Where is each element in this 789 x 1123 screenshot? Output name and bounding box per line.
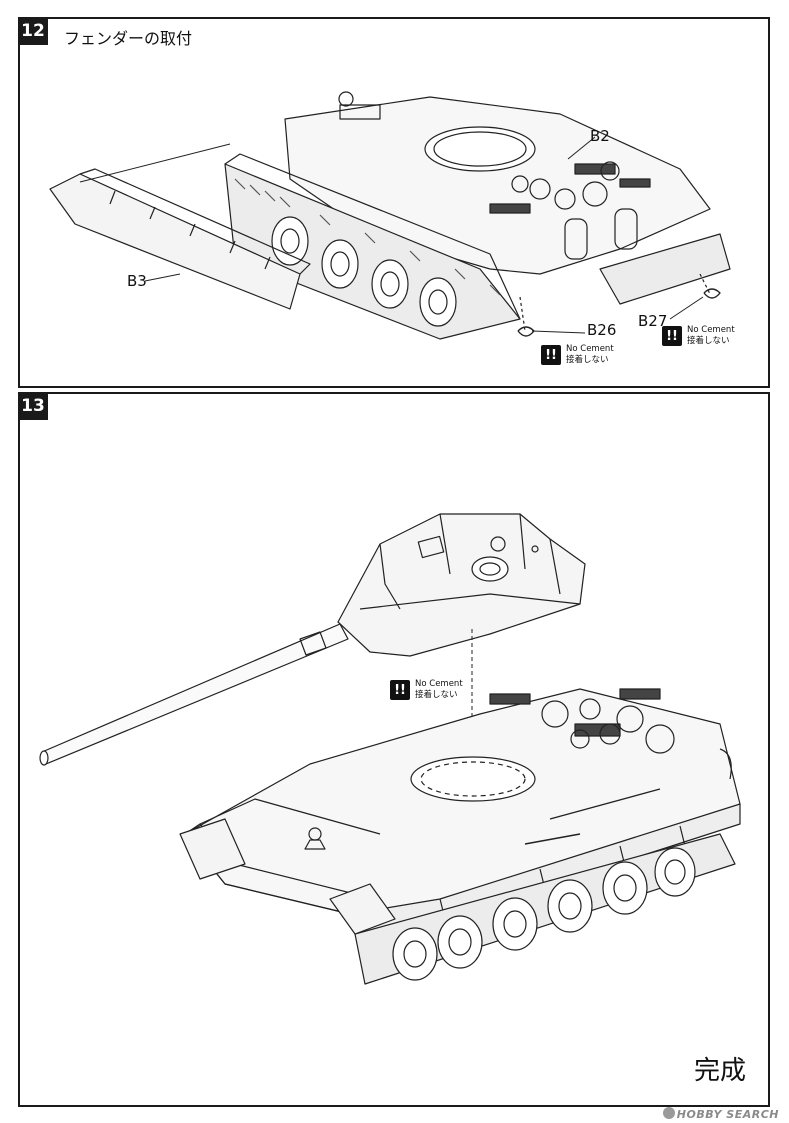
- warning-text-en: No Cement: [687, 325, 735, 335]
- label-b2: B2: [590, 127, 610, 145]
- warning-text-en: No Cement: [415, 679, 463, 689]
- step-12-panel: 12 フェンダーの取付: [18, 17, 770, 388]
- label-b3: B3: [127, 272, 147, 290]
- watermark: HOBBY SEARCH: [662, 1107, 779, 1121]
- no-cement-warning-b26: !! No Cement 接着しない: [541, 344, 614, 366]
- tank-complete-illustration: [39, 513, 741, 985]
- complete-label: 完成: [693, 1056, 746, 1086]
- step-number: 12: [18, 17, 48, 45]
- watermark-text: HOBBY SEARCH: [676, 1108, 779, 1121]
- warning-icon: !!: [390, 680, 410, 700]
- no-cement-warning-turret: !! No Cement 接着しない: [390, 679, 463, 701]
- warning-icon: !!: [541, 345, 561, 365]
- warning-text-ja: 接着しない: [566, 355, 609, 365]
- label-b26: B26: [587, 321, 617, 339]
- step-number: 13: [18, 392, 48, 420]
- warning-icon: !!: [662, 326, 682, 346]
- warning-text-en: No Cement: [566, 344, 614, 354]
- label-b27: B27: [638, 312, 668, 330]
- hull-fender-illustration: [49, 91, 731, 340]
- no-cement-warning-b27: !! No Cement 接着しない: [662, 325, 735, 347]
- step-title: フェンダーの取付: [64, 29, 193, 48]
- step-13-panel: 13: [18, 392, 770, 1107]
- hobby-search-logo-icon: [662, 1107, 675, 1119]
- warning-text-ja: 接着しない: [415, 690, 458, 700]
- warning-text-ja: 接着しない: [687, 336, 730, 346]
